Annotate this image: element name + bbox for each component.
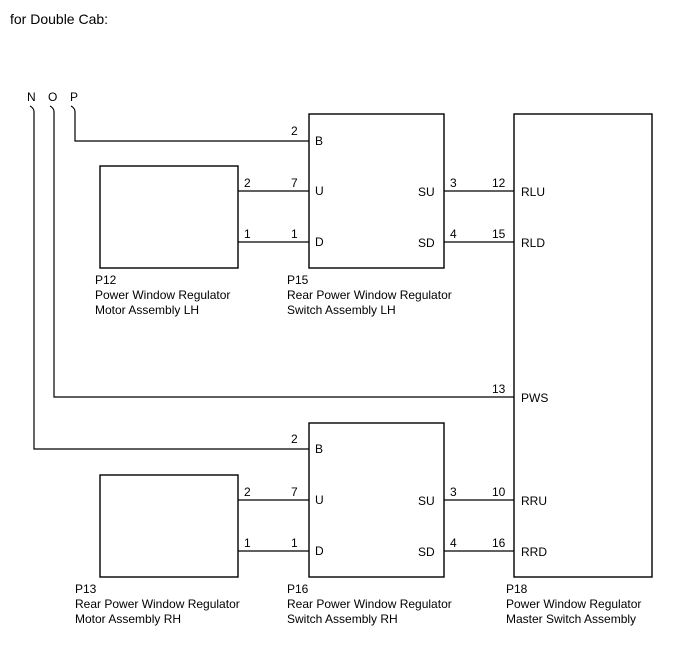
p16-d-terminal: D	[315, 544, 324, 558]
p12-name-line1: Power Window Regulator	[95, 288, 230, 302]
p13-pin-down: 1	[244, 536, 251, 550]
wire-n-to-p16-b	[33, 112, 309, 450]
p18-name-line1: Power Window Regulator	[506, 597, 641, 611]
p16-b-pin: 2	[291, 432, 298, 446]
p18-master-switch-box	[513, 113, 653, 578]
p12-motor-box	[99, 165, 239, 269]
p12-pin-down: 1	[244, 227, 251, 241]
p16-su-pin: 3	[450, 485, 457, 499]
p13-name-line2: Motor Assembly RH	[75, 612, 181, 626]
p15-switch-box	[308, 113, 445, 269]
p16-sd-pin: 4	[450, 536, 457, 550]
p16-b-terminal: B	[315, 442, 323, 456]
p18-rrd-terminal: RRD	[521, 545, 547, 559]
connector-o-curl	[49, 105, 55, 113]
p13-id: P13	[75, 582, 97, 596]
wire-o-to-p18-pws	[53, 112, 514, 398]
p16-u-pin: 7	[291, 485, 298, 499]
p18-rru-terminal: RRU	[521, 494, 547, 508]
p15-u-pin: 7	[291, 176, 298, 190]
p12-id: P12	[95, 273, 117, 287]
connector-n-curl	[29, 105, 35, 113]
connector-o-label: O	[48, 90, 57, 104]
p18-rru-pin: 10	[492, 485, 506, 499]
p15-b-pin: 2	[291, 124, 298, 138]
p16-name-line1: Rear Power Window Regulator	[287, 597, 452, 611]
p12-name-line2: Motor Assembly LH	[95, 303, 199, 317]
p16-id: P16	[287, 582, 309, 596]
p15-name-line1: Rear Power Window Regulator	[287, 288, 452, 302]
p15-id: P15	[287, 273, 309, 287]
p16-d-pin: 1	[291, 536, 298, 550]
p16-name-line2: Switch Assembly RH	[287, 612, 398, 626]
p15-d-terminal: D	[315, 235, 324, 249]
connector-p-label: P	[70, 90, 78, 104]
p15-sd-terminal: SD	[418, 236, 435, 250]
p16-u-terminal: U	[315, 493, 324, 507]
p18-id: P18	[506, 582, 528, 596]
p15-b-terminal: B	[315, 134, 323, 148]
p18-rlu-pin: 12	[492, 176, 506, 190]
p15-d-pin: 1	[291, 227, 298, 241]
p15-name-line2: Switch Assembly LH	[287, 303, 396, 317]
p15-su-terminal: SU	[418, 185, 435, 199]
p16-su-terminal: SU	[418, 494, 435, 508]
p12-pin-up: 2	[244, 176, 251, 190]
p18-rlu-terminal: RLU	[521, 185, 545, 199]
p18-pws-terminal: PWS	[521, 391, 548, 405]
p18-pws-pin: 13	[492, 382, 506, 396]
p13-motor-box	[99, 474, 239, 578]
wire-p-to-p15-b	[74, 112, 309, 142]
connector-p-curl	[70, 105, 76, 113]
connector-n-label: N	[27, 90, 36, 104]
p15-sd-pin: 4	[450, 227, 457, 241]
p15-su-pin: 3	[450, 176, 457, 190]
p16-switch-box	[308, 422, 445, 578]
p13-pin-up: 2	[244, 485, 251, 499]
p18-name-line2: Master Switch Assembly	[506, 612, 636, 626]
p15-u-terminal: U	[315, 184, 324, 198]
p18-rld-pin: 15	[492, 227, 506, 241]
p13-name-line1: Rear Power Window Regulator	[75, 597, 240, 611]
diagram-title: for Double Cab:	[10, 11, 108, 27]
p18-rld-terminal: RLD	[521, 236, 545, 250]
p18-rrd-pin: 16	[492, 536, 506, 550]
p16-sd-terminal: SD	[418, 545, 435, 559]
